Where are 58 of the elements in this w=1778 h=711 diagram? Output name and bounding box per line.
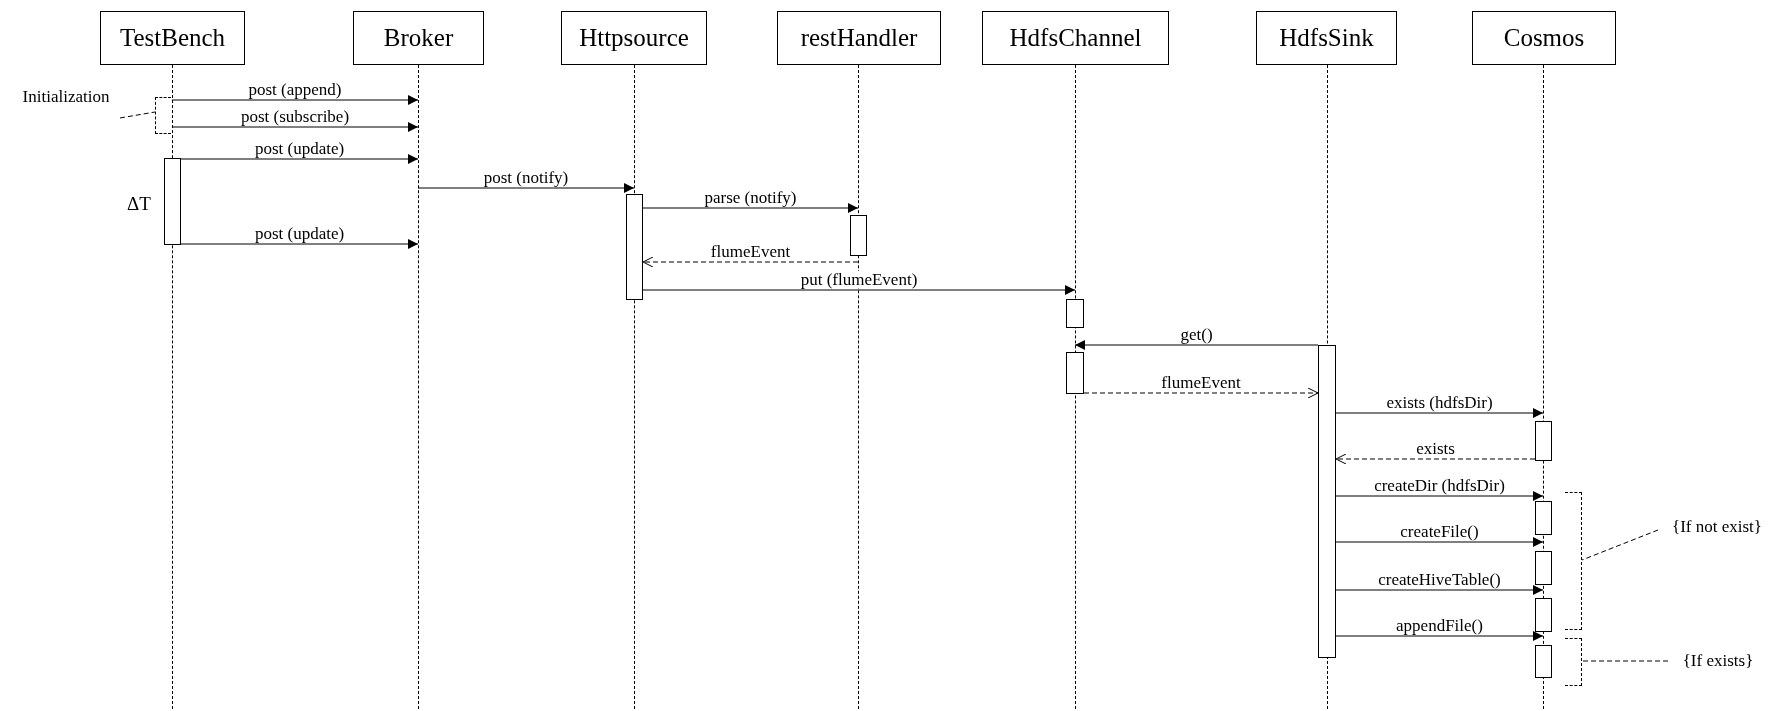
- message-label: put (flumeEvent): [799, 271, 919, 288]
- activation-bar: [164, 158, 181, 245]
- activation-bar: [1535, 501, 1552, 535]
- message-label: post (notify): [482, 169, 570, 186]
- message-arrow: [180, 154, 419, 164]
- message-label: createHiveTable(): [1377, 571, 1502, 588]
- return-arrow: [1335, 453, 1536, 465]
- bracket: [1565, 638, 1582, 686]
- activation-bar: [1535, 551, 1552, 585]
- participant-box: HdfsSink: [1256, 11, 1397, 65]
- participant-box: HdfsChannel: [982, 11, 1169, 65]
- message-label: exists: [1415, 440, 1456, 457]
- lifeline: [418, 65, 419, 709]
- message-arrow: [1335, 491, 1544, 501]
- activation-bar: [1066, 352, 1084, 394]
- message-arrow: [1335, 537, 1544, 547]
- participant-box: Cosmos: [1472, 11, 1616, 65]
- participant-box: Httpsource: [561, 11, 707, 65]
- activation-bar: [1535, 645, 1552, 678]
- message-arrow: [1335, 408, 1544, 418]
- message-label: createFile(): [1399, 523, 1480, 540]
- duration-label: ΔT: [127, 193, 151, 215]
- activation-bar: [1535, 421, 1552, 461]
- message-label: appendFile(): [1395, 617, 1484, 634]
- message-arrow: [171, 95, 419, 105]
- message-label: exists (hdfsDir): [1385, 394, 1494, 411]
- note-text: {If not exist}: [1658, 516, 1776, 538]
- activation-bar: [1318, 345, 1336, 658]
- message-label: post (subscribe): [239, 108, 351, 125]
- message-label: createDir (hdfsDir): [1373, 477, 1506, 494]
- note-text: Initialization: [12, 87, 120, 107]
- message-label: post (update): [253, 140, 346, 157]
- participant-box: TestBench: [100, 11, 245, 65]
- activation-bar: [1535, 598, 1552, 632]
- message-arrow: [1335, 631, 1544, 641]
- return-arrow: [1083, 387, 1319, 399]
- return-arrow: [642, 256, 859, 268]
- message-arrow: [180, 239, 419, 249]
- bracket: [155, 97, 171, 134]
- participant-box: restHandler: [777, 11, 941, 65]
- message-label: get(): [1179, 326, 1214, 343]
- activation-bar: [626, 194, 643, 300]
- message-arrow: [417, 183, 635, 193]
- activation-bar: [1066, 299, 1084, 328]
- message-label: flumeEvent: [1160, 374, 1242, 391]
- message-label: flumeEvent: [709, 243, 792, 260]
- bracket: [1565, 492, 1582, 630]
- message-arrow: [1335, 585, 1544, 595]
- message-arrow: [171, 122, 419, 132]
- message-arrow: [642, 285, 1076, 295]
- message-arrow: [642, 203, 859, 213]
- message-label: post (update): [253, 225, 346, 242]
- message-label: post (append): [247, 81, 343, 98]
- message-label: parse (notify): [703, 189, 798, 206]
- message-arrow: [1074, 340, 1319, 350]
- participant-box: Broker: [353, 11, 484, 65]
- activation-bar: [850, 215, 867, 256]
- note-text: {If exists}: [1668, 650, 1768, 672]
